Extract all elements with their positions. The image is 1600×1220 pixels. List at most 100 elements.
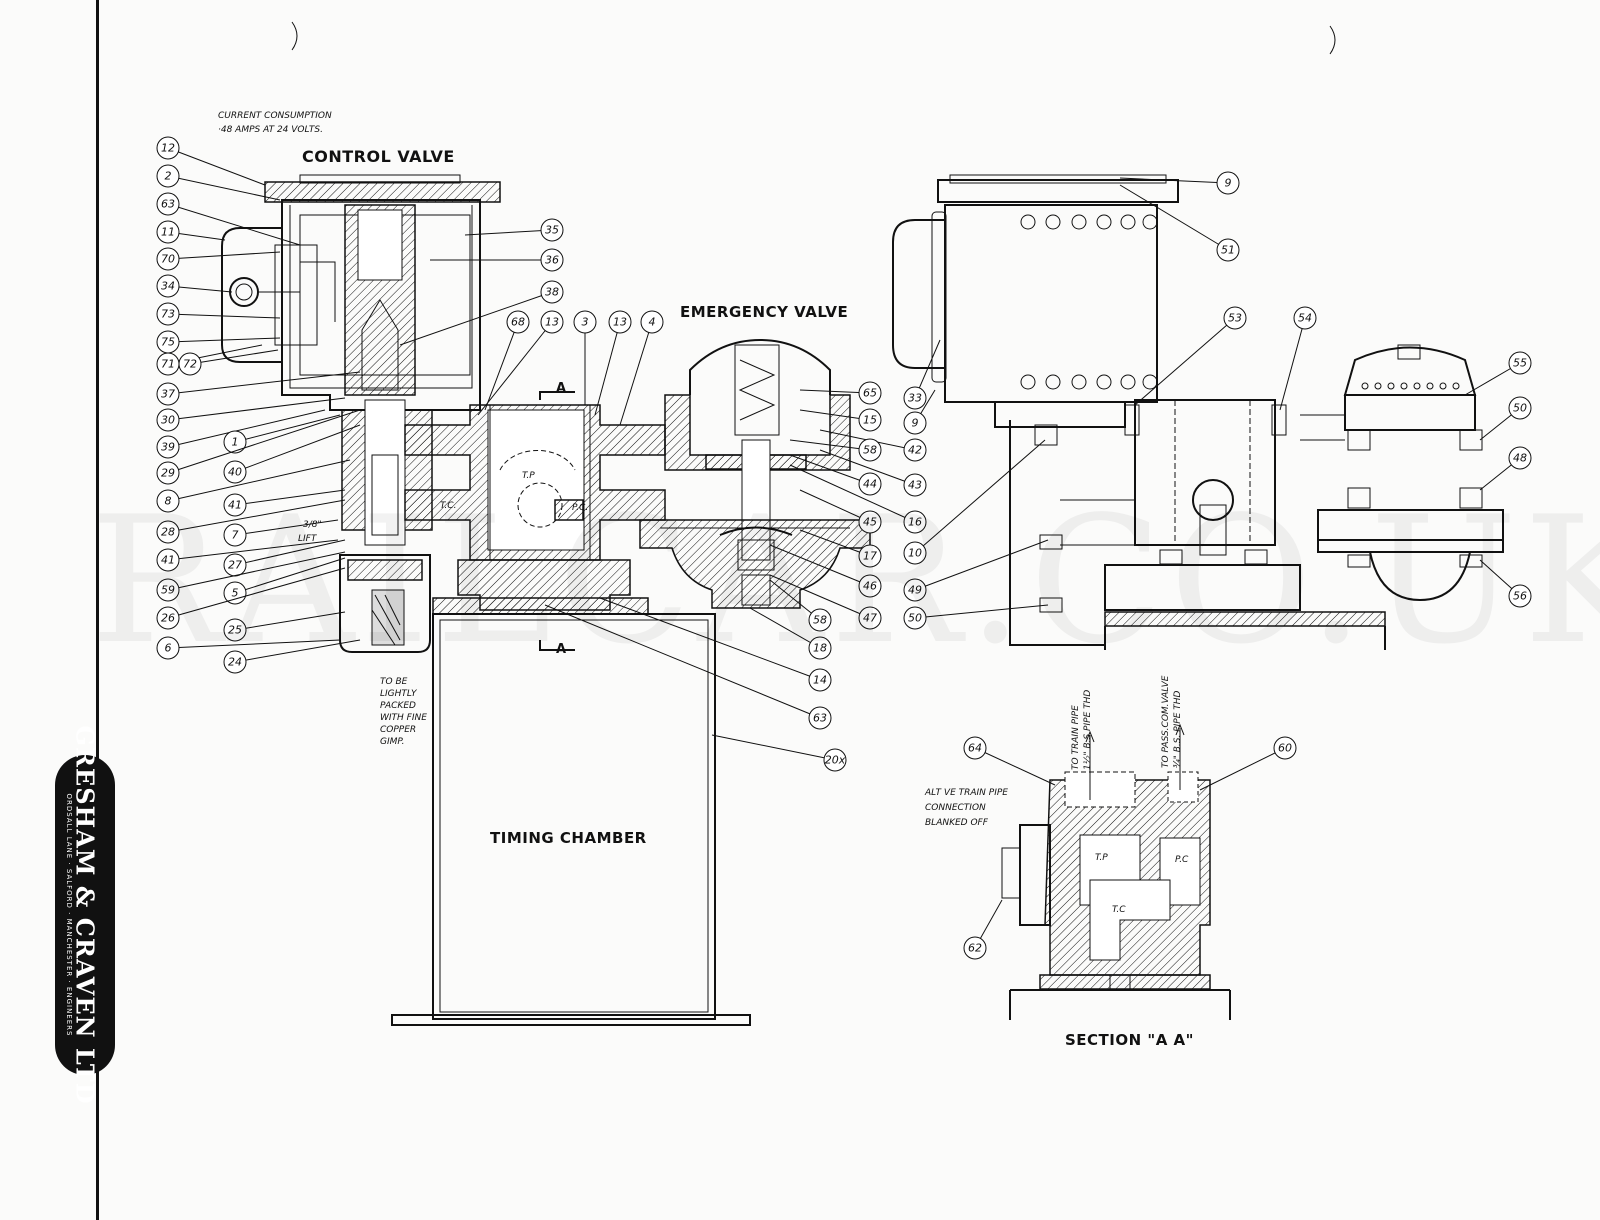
callout-bubble [506, 310, 530, 334]
leader-line [799, 529, 871, 557]
callout-number: 55 [1513, 357, 1527, 370]
timing-chamber-group [391, 613, 751, 1026]
callout-number: 36 [545, 254, 559, 267]
leader-line [599, 597, 821, 681]
callout-bubble [156, 136, 180, 160]
callout-bubble [963, 736, 987, 760]
section-marker-bottom: A [556, 642, 567, 657]
callout-bubble [963, 936, 987, 960]
callout-bubble [156, 247, 180, 271]
callout-number: 45 [863, 516, 877, 529]
leader-line [234, 539, 346, 566]
label-tp: T.P [522, 471, 535, 481]
callout-bubble [156, 302, 180, 326]
callout-number: 12 [161, 142, 175, 155]
callout-bubble [156, 578, 180, 602]
callout-number: 35 [545, 224, 559, 237]
pass-com-note: TO PASS.COM.VALVE ¾" B.S. PIPE THD [1161, 675, 1183, 768]
callout-bubble [156, 382, 180, 406]
leader-line [799, 389, 871, 394]
label-pc: P.C. [572, 503, 588, 513]
callout-bubble [1508, 446, 1532, 470]
leader-line [477, 321, 553, 416]
callout-bubble [156, 408, 180, 432]
callout-bubble [858, 574, 882, 598]
callout-number: 40 [228, 466, 242, 479]
leader-line [769, 574, 871, 619]
leader-line [1119, 177, 1229, 184]
callout-number: 70 [161, 253, 175, 266]
emergency-valve-group [639, 338, 871, 609]
leader-line [167, 409, 326, 448]
punch-hole [291, 21, 298, 51]
callout-number: 38 [545, 286, 559, 299]
callout-number: 2 [165, 170, 172, 183]
callout-number: 48 [1513, 452, 1527, 465]
callout-number: 33 [908, 392, 922, 405]
callout-number: 50 [1513, 402, 1527, 415]
gimp-note: TO BE LIGHTLY PACKED WITH FINE COPPER GI… [380, 677, 427, 747]
label-tc: T.C. [440, 501, 456, 511]
callout-number: 75 [161, 336, 175, 349]
callout-number: 25 [228, 624, 242, 637]
callout-number: 62 [968, 942, 982, 955]
control-valve-title: CONTROL VALVE [302, 147, 455, 166]
leader-line [914, 604, 1049, 619]
svg-text:LIGHTLY: LIGHTLY [380, 689, 418, 699]
callout-number: 72 [183, 358, 197, 371]
callout-bubble [1508, 351, 1532, 375]
callout-number: 8 [165, 495, 172, 508]
central-body-group [404, 391, 666, 651]
callout-bubble [223, 618, 247, 642]
callout-bubble [223, 581, 247, 605]
callout-number: 71 [161, 358, 175, 371]
callout-bubble [223, 430, 247, 454]
leader-line [399, 291, 553, 346]
callout-bubble [1273, 736, 1297, 760]
callout-number: 3 [582, 316, 589, 329]
svg-text:TO BE: TO BE [380, 677, 408, 687]
leader-line [789, 464, 916, 523]
leader-line [167, 203, 301, 246]
callout-bubble [903, 386, 927, 410]
leader-line [1119, 184, 1229, 251]
callout-bubble [178, 352, 202, 376]
callout-number: 58 [813, 614, 827, 627]
callout-number: 7 [232, 529, 239, 542]
callout-bubble [223, 523, 247, 547]
leader-line [234, 557, 346, 594]
callout-number: 6 [165, 642, 172, 655]
leader-line [167, 251, 281, 260]
callout-number: 9 [912, 417, 919, 430]
callout-number: 24 [228, 656, 242, 669]
leader-line [234, 424, 361, 473]
binding-margin-line [96, 0, 99, 1220]
callout-bubble [858, 510, 882, 534]
callout-number: 16 [908, 516, 922, 529]
callout-bubble [540, 280, 564, 304]
elevation-group [892, 174, 1504, 650]
callout-number: 73 [161, 308, 175, 321]
current-consumption-value: ·48 AMPS AT 24 VOLTS. [218, 125, 323, 135]
callout-bubble [156, 274, 180, 298]
leader-line [234, 519, 339, 536]
callout-number: 54 [1298, 312, 1312, 325]
callout-number: 1 [232, 436, 239, 449]
callout-number: 41 [228, 499, 242, 512]
leader-line [974, 747, 1056, 786]
callout-number: 65 [863, 387, 877, 400]
svg-text:PACKED: PACKED [380, 701, 416, 711]
callout-bubble [156, 548, 180, 572]
section-aa-title: SECTION "A A" [1065, 1031, 1194, 1049]
callout-bubble [823, 748, 847, 772]
callout-number: 64 [968, 742, 982, 755]
callout-bubble [903, 510, 927, 534]
leader-line [789, 439, 871, 451]
svg-text:CONNECTION: CONNECTION [925, 803, 986, 813]
leader-line [619, 321, 653, 426]
alt-connection-note: ALT VE TRAIN PIPE CONNECTION BLANKED OFF [924, 788, 1008, 828]
timing-chamber-title: TIMING CHAMBER [490, 829, 647, 847]
callout-bubble [608, 310, 632, 334]
leader-line [544, 604, 821, 719]
